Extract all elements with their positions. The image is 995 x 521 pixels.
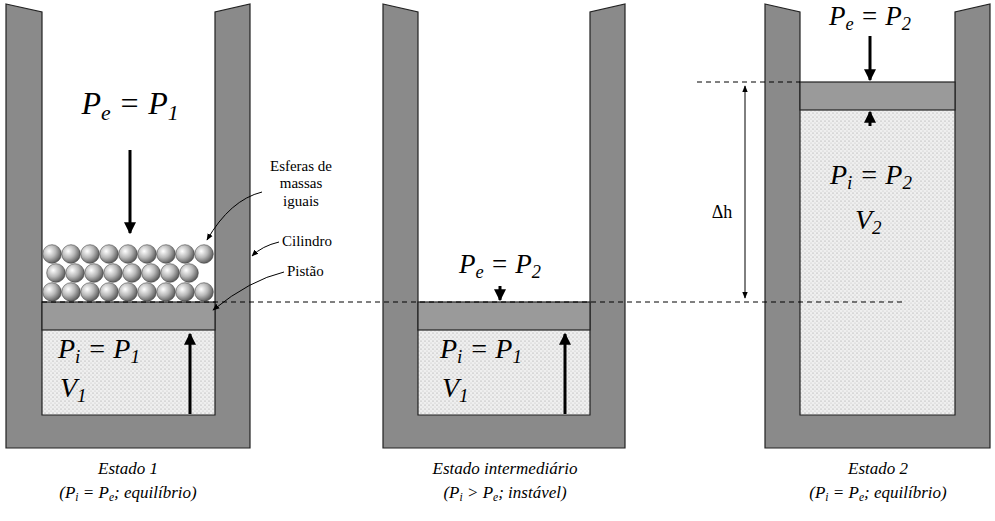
leader-line (252, 242, 279, 256)
sphere (195, 245, 214, 264)
gas-region (418, 330, 590, 415)
dimension-line (745, 86, 746, 298)
sphere (47, 264, 66, 283)
reference-line (42, 302, 905, 303)
sphere (176, 245, 195, 264)
sphere (100, 245, 119, 264)
pressure-label: Pe = P1 (81, 86, 178, 121)
gas-region (42, 330, 215, 415)
sphere (180, 264, 199, 283)
sphere (138, 283, 157, 302)
part-name: Pistão (287, 263, 324, 280)
state-caption: (Pi > Pe; instável) (443, 484, 566, 503)
leader-line (207, 192, 262, 240)
sphere-stack (43, 245, 214, 302)
pressure-label: Pe = P2 (829, 2, 911, 32)
volume-label: V2 (855, 205, 882, 236)
sphere (157, 283, 176, 302)
state-caption: Estado 1 (98, 460, 158, 479)
sphere (176, 283, 195, 302)
cylinder-wall (765, 4, 990, 448)
volume-label: V1 (60, 373, 87, 404)
sphere (62, 245, 81, 264)
sphere (81, 283, 100, 302)
pressure-label: Pi = P1 (440, 334, 522, 365)
piston (418, 302, 590, 330)
reference-line (697, 82, 800, 83)
pressure-label: Pi = P2 (830, 160, 912, 191)
pressure-arrow (129, 150, 132, 233)
state-caption: Estado 2 (848, 460, 908, 479)
piston (42, 302, 215, 330)
part-name: Esferas de massas iguais (265, 158, 337, 210)
sphere (66, 264, 85, 283)
sphere (142, 264, 161, 283)
sphere (138, 245, 157, 264)
sphere (43, 245, 62, 264)
sphere (81, 245, 100, 264)
sphere (43, 283, 62, 302)
dimension-label: Δh (712, 203, 733, 223)
pressure-arrow (869, 112, 872, 126)
pressure-arrow (189, 334, 192, 414)
sphere (85, 264, 104, 283)
sphere (62, 283, 81, 302)
sphere (104, 264, 123, 283)
part-name: Cilindro (282, 233, 332, 250)
state-caption: Estado intermediário (433, 460, 578, 479)
piston (800, 82, 955, 110)
sphere (157, 245, 176, 264)
leader-line (213, 272, 284, 310)
volume-label: V1 (442, 373, 469, 404)
state-caption: (Pi = Pe; equilíbrio) (809, 484, 946, 503)
gas-region (800, 110, 955, 415)
sphere (119, 245, 138, 264)
sphere (119, 283, 138, 302)
pressure-arrow (499, 286, 502, 300)
pressure-arrow (869, 36, 872, 80)
pressure-label: Pe = P2 (459, 250, 541, 280)
sphere (100, 283, 119, 302)
sphere (161, 264, 180, 283)
cylinder-wall (6, 4, 250, 448)
pressure-label: Pi = P1 (58, 334, 140, 365)
sphere (195, 283, 214, 302)
cylinder-wall (383, 4, 625, 448)
pressure-arrow (564, 334, 567, 414)
state-caption: (Pi = Pe; equilíbrio) (59, 484, 196, 503)
sphere (123, 264, 142, 283)
